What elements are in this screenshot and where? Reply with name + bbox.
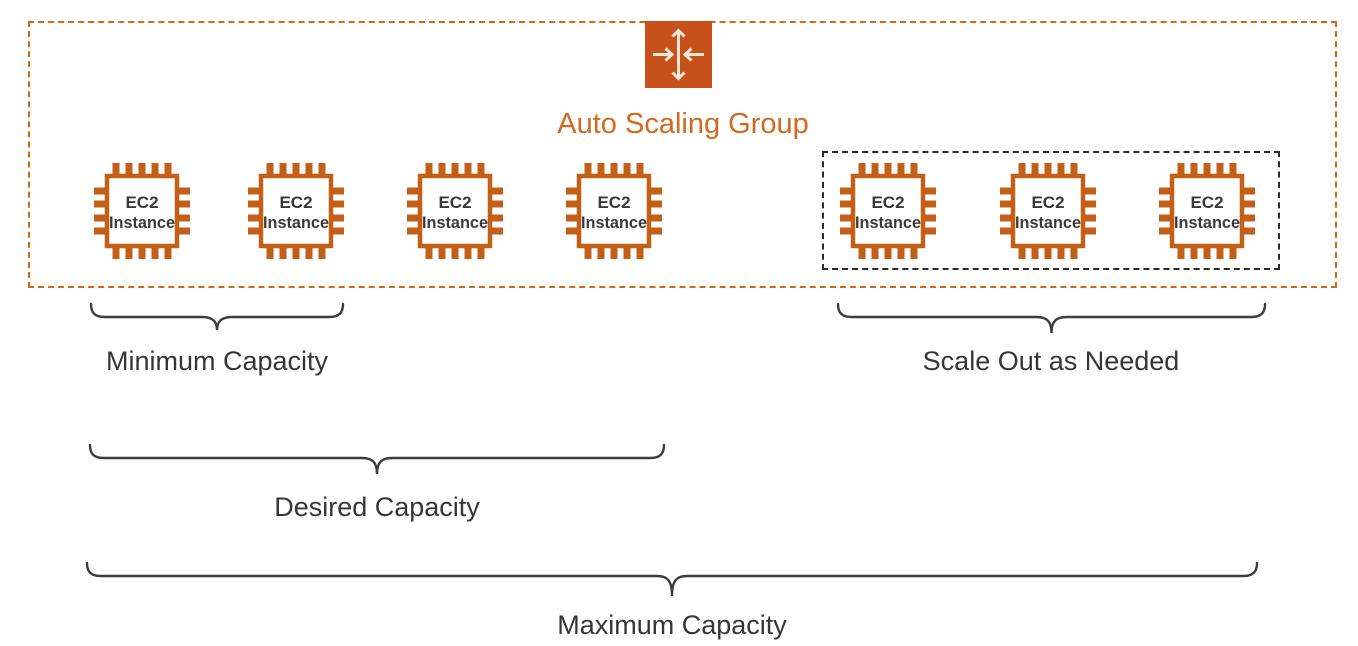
ec2-label-line2: Instance [1174, 213, 1240, 232]
ec2-label-line1: EC2 [1031, 193, 1064, 212]
scale-out-brace [836, 302, 1267, 334]
ec2-instance-icon: EC2 Instance [92, 161, 192, 261]
ec2-label-line2: Instance [1015, 213, 1081, 232]
ec2-instance-icon-scaled: EC2 Instance [1157, 161, 1257, 261]
auto-scaling-icon [645, 21, 712, 88]
ec2-instance-icon: EC2 Instance [246, 161, 346, 261]
desired-capacity-label: Desired Capacity [274, 492, 480, 522]
scale-out-label: Scale Out as Needed [922, 346, 1180, 376]
ec2-label-line1: EC2 [279, 193, 312, 212]
maximum-capacity-brace [85, 561, 1259, 597]
ec2-instance-icon-scaled: EC2 Instance [838, 161, 938, 261]
ec2-label-line2: Instance [855, 213, 921, 232]
ec2-label-line1: EC2 [871, 193, 904, 212]
ec2-label-line2: Instance [422, 213, 488, 232]
ec2-instance-icon-scaled: EC2 Instance [998, 161, 1098, 261]
ec2-instance-icon: EC2 Instance [405, 161, 505, 261]
ec2-label-line1: EC2 [438, 193, 471, 212]
ec2-label-line1: EC2 [597, 193, 630, 212]
ec2-label-line1: EC2 [125, 193, 158, 212]
auto-scaling-group-title: Auto Scaling Group [557, 108, 809, 140]
ec2-label-line1: EC2 [1190, 193, 1223, 212]
desired-capacity-brace [88, 443, 666, 475]
ec2-instance-icon: EC2 Instance [564, 161, 664, 261]
minimum-capacity-label: Minimum Capacity [105, 346, 329, 376]
ec2-label-line2: Instance [109, 213, 175, 232]
scale-out-boundary [822, 151, 1280, 270]
minimum-capacity-brace [89, 302, 345, 331]
maximum-capacity-label: Maximum Capacity [557, 610, 787, 640]
ec2-label-line2: Instance [581, 213, 647, 232]
ec2-label-line2: Instance [263, 213, 329, 232]
